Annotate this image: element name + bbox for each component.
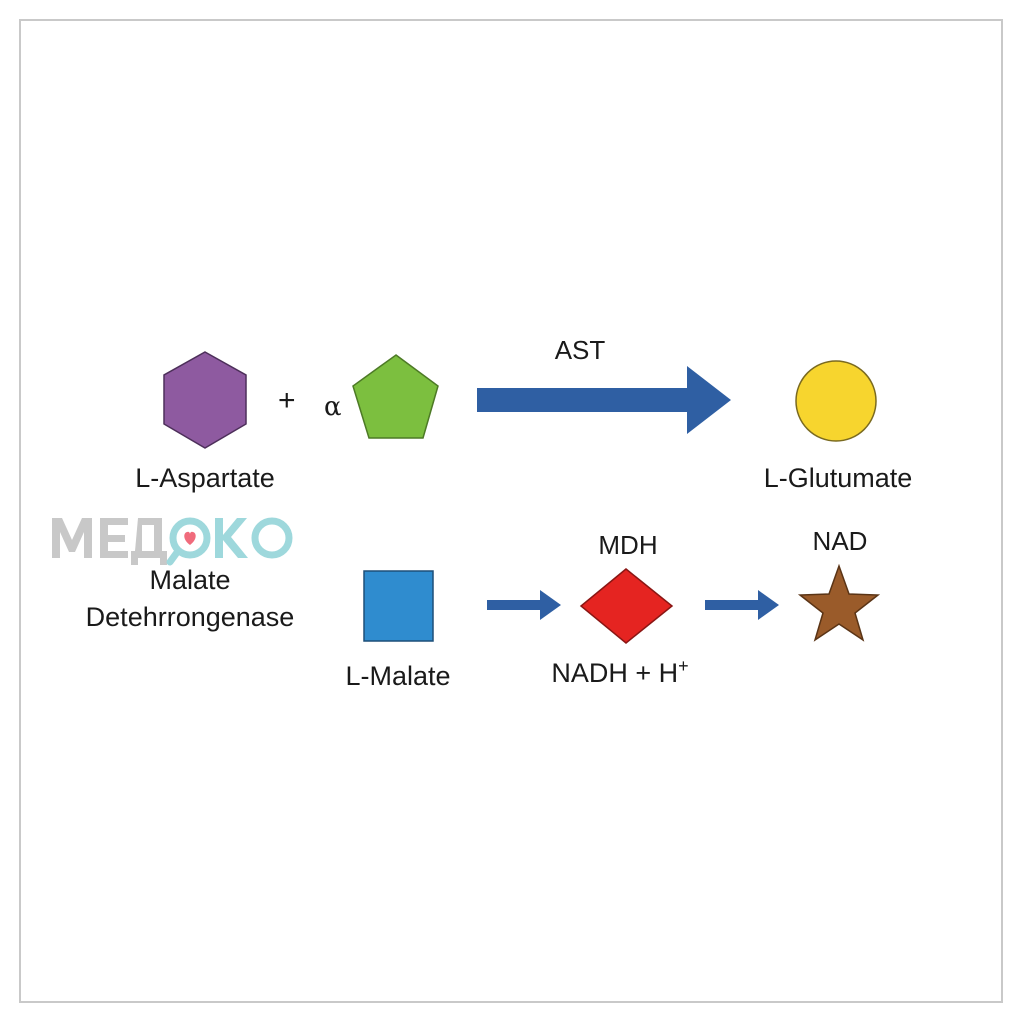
alpha-ketoglutarate-pentagon-shape: [352, 354, 439, 439]
ast-reaction-arrow: [477, 366, 731, 434]
nadh-cofactor-text: NADH + H: [551, 658, 679, 688]
nadh-cofactor-label: NADH + H+: [530, 656, 710, 689]
malate-to-mdh-arrow: [487, 590, 561, 620]
l-malate-label: L-Malate: [345, 661, 451, 691]
watermark-logo-graphic: [52, 517, 293, 566]
l-glutamate-label: L-Glutumate: [763, 463, 913, 493]
mdh-to-nad-arrow: [705, 590, 779, 620]
malate-dehydrogenase-label-line1: Malate: [149, 565, 231, 595]
alpha-symbol: α: [324, 392, 342, 422]
ast-enzyme-label: AST: [554, 335, 606, 365]
mdh-enzyme-label: MDH: [598, 530, 658, 560]
malate-dehydrogenase-label-line2: Detehrrongenase: [85, 602, 295, 632]
l-aspartate-hexagon-shape: [163, 351, 247, 449]
plus-sign: +: [278, 384, 296, 417]
nad-star-shape: [797, 563, 881, 642]
diagram-frame: [19, 19, 1003, 1003]
l-glutamate-circle-shape: [795, 360, 877, 442]
proton-charge-superscript: +: [678, 656, 689, 676]
medoko-watermark-logo: [50, 508, 300, 568]
mdh-diamond-shape: [579, 568, 674, 644]
l-aspartate-label: L-Aspartate: [135, 463, 275, 493]
l-malate-square-shape: [363, 570, 434, 642]
nad-product-label: NAD: [812, 526, 868, 556]
